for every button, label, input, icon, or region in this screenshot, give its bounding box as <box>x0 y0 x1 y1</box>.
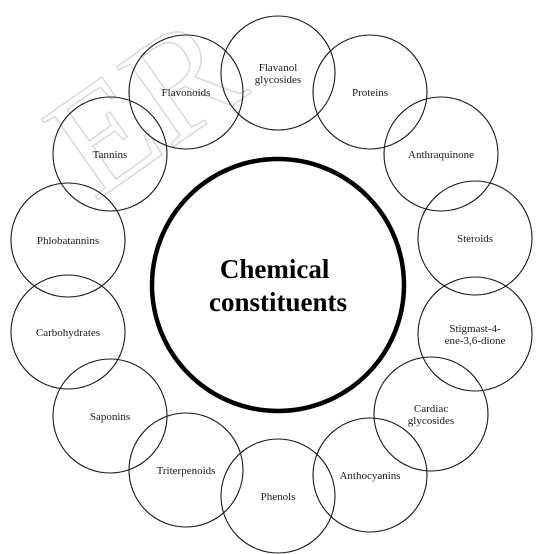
constituent-label-line: Carbohydrates <box>36 327 100 339</box>
constituent-label-line: Cardiac <box>414 403 448 415</box>
constituent-circle <box>52 96 168 212</box>
constituent-label: Triterpenoids <box>157 465 216 477</box>
constituent-circle <box>220 15 336 131</box>
constituent-circle <box>417 180 533 296</box>
constituent-label-line: ene-3,6-dione <box>445 335 506 347</box>
constituent-label-line: Anthraquinone <box>408 149 474 161</box>
center-label-line-2: constituents <box>209 287 347 317</box>
constituent-node: Phenols <box>220 438 336 554</box>
constituent-circle <box>128 34 244 150</box>
constituent-node: Saponins <box>52 358 168 474</box>
constituent-label-line: Tannins <box>93 149 128 161</box>
constituent-label-line: Phlobatannins <box>37 235 99 247</box>
constituent-label-line: Proteins <box>352 87 388 99</box>
constituent-node: Proteins <box>312 34 428 150</box>
center-circle <box>149 156 407 414</box>
constituent-label: Phenols <box>261 491 296 503</box>
constituent-label-line: Steroids <box>457 233 493 245</box>
constituent-label-line: Phenols <box>261 491 296 503</box>
constituent-label-line: Flavonoids <box>162 87 211 99</box>
constituent-circle <box>373 356 489 472</box>
center-label-line-1: Chemical <box>220 254 330 284</box>
constituent-label: Flavonoids <box>162 87 211 99</box>
constituent-label: Anthocyanins <box>339 470 400 482</box>
constituent-label-line: Triterpenoids <box>157 465 216 477</box>
constituent-label-line: glycosides <box>255 74 301 86</box>
constituent-label-line: Saponins <box>90 411 130 423</box>
constituent-circle <box>220 438 336 554</box>
constituent-circle <box>10 182 126 298</box>
center-node: Chemical constituents <box>149 156 407 414</box>
constituent-label: Carbohydrates <box>36 327 100 339</box>
constituent-node: Tannins <box>52 96 168 212</box>
constituent-label-line: Anthocyanins <box>339 470 400 482</box>
constituent-label: Saponins <box>90 411 130 423</box>
constituent-circle <box>417 276 533 392</box>
constituent-label: Tannins <box>93 149 128 161</box>
constituent-label-line: Flavanol <box>259 62 298 74</box>
constituent-node: Anthraquinone <box>383 96 499 212</box>
constituent-label: Phlobatannins <box>37 235 99 247</box>
constituent-node: Stigmast-4-ene-3,6-dione <box>417 276 533 392</box>
constituent-label: Stigmast-4-ene-3,6-dione <box>445 323 506 347</box>
constituent-label-line: Stigmast-4- <box>449 323 501 335</box>
constituent-label: Anthraquinone <box>408 149 474 161</box>
constituent-node: Triterpenoids <box>128 412 244 528</box>
constituent-circle <box>10 274 126 390</box>
constituent-circle <box>383 96 499 212</box>
center-label: Chemical constituents <box>209 254 347 317</box>
constituent-node: Anthocyanins <box>312 417 428 533</box>
constituent-node: Phlobatannins <box>10 182 126 298</box>
constituent-circle <box>312 34 428 150</box>
constituent-circle <box>52 358 168 474</box>
watermark-text: ER <box>18 0 270 229</box>
constituent-circle <box>312 417 428 533</box>
constituent-node: Steroids <box>417 180 533 296</box>
constituent-label: Proteins <box>352 87 388 99</box>
constituent-label-line: glycosides <box>408 415 454 427</box>
constituent-node: Carbohydrates <box>10 274 126 390</box>
constituent-node: Flavonoids <box>128 34 244 150</box>
constituent-label: Steroids <box>457 233 493 245</box>
